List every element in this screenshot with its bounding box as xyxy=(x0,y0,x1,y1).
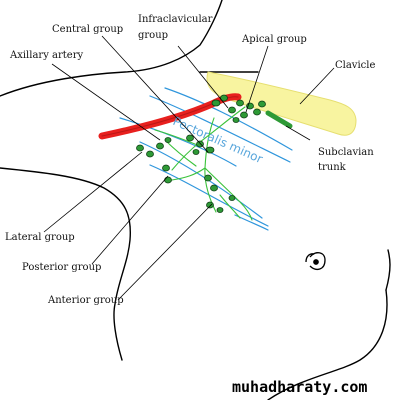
arm-outline xyxy=(0,167,132,361)
label-apical-group: Apical group xyxy=(241,34,307,45)
lymph-node xyxy=(211,99,221,107)
armpit-outline xyxy=(385,249,391,291)
lymph-node xyxy=(164,137,172,143)
lymph-node xyxy=(206,201,214,209)
leader-infraclavicular-group xyxy=(177,45,229,109)
leader-subclavian-trunk xyxy=(285,125,311,141)
clavicle-bone xyxy=(206,71,357,136)
lymph-node xyxy=(204,174,212,182)
leader-posterior-group xyxy=(91,175,169,265)
lymph-node xyxy=(162,164,170,172)
subclavian-trunk xyxy=(265,110,293,129)
label-axillary-artery: Axillary artery xyxy=(9,50,83,61)
leader-axillary-artery xyxy=(51,63,161,141)
label-subclavian-trunk-line1: Subclavian xyxy=(318,147,374,158)
label-clavicle: Clavicle xyxy=(335,60,375,71)
chest-outline xyxy=(267,289,388,400)
label-subclavian-trunk-line2: trunk xyxy=(318,162,347,173)
label-anterior-group: Anterior group xyxy=(47,295,124,306)
lymph-node xyxy=(156,142,164,150)
lymph-node xyxy=(186,134,194,142)
watermark: muhadharaty.com xyxy=(232,378,367,396)
lymph-nodes xyxy=(136,94,266,213)
lymph-node xyxy=(192,149,200,155)
lymph-node xyxy=(258,100,266,108)
muscle-fiber xyxy=(139,141,263,219)
label-lateral-group: Lateral group xyxy=(5,232,75,243)
lymph-vessel xyxy=(219,194,241,219)
label-posterior-group: Posterior group xyxy=(22,262,101,273)
leader-lines xyxy=(43,35,335,301)
leader-apical-group xyxy=(245,45,269,113)
label-infraclavicular-group-line1: Infraclavicular xyxy=(138,14,213,25)
leader-clavicle xyxy=(299,67,335,105)
lymph-node xyxy=(253,108,261,116)
lymph-vessel xyxy=(204,167,253,221)
lymph-node xyxy=(228,106,236,114)
lymph-node xyxy=(136,144,144,152)
label-infraclavicular-group-line2: group xyxy=(138,30,168,41)
lymph-node xyxy=(228,195,236,201)
lymph-node xyxy=(216,207,224,213)
lymph-node xyxy=(232,117,240,123)
leader-central-group xyxy=(101,35,209,153)
leader-lateral-group xyxy=(43,151,143,233)
muscle-fiber xyxy=(164,87,293,151)
muscle-fiber xyxy=(149,95,291,163)
lymphatic-vessels xyxy=(154,106,253,221)
muscle-fiber xyxy=(149,164,269,227)
lymph-vessel xyxy=(171,167,206,181)
lymph-node xyxy=(205,146,215,154)
axillary-artery-outline xyxy=(101,96,239,137)
lymph-node xyxy=(146,150,154,158)
shoulder-outline xyxy=(0,0,223,97)
muscle-fiber xyxy=(119,117,237,167)
nipple-icon xyxy=(305,252,326,271)
lymph-node xyxy=(220,94,228,102)
lymph-node xyxy=(164,176,172,184)
lymph-node xyxy=(240,111,248,119)
lymph-node xyxy=(236,99,244,107)
labels: Central group Infraclavicular group Axil… xyxy=(5,14,375,306)
leader-anterior-group xyxy=(117,203,213,301)
label-central-group: Central group xyxy=(52,24,123,35)
lymph-node xyxy=(210,184,218,192)
